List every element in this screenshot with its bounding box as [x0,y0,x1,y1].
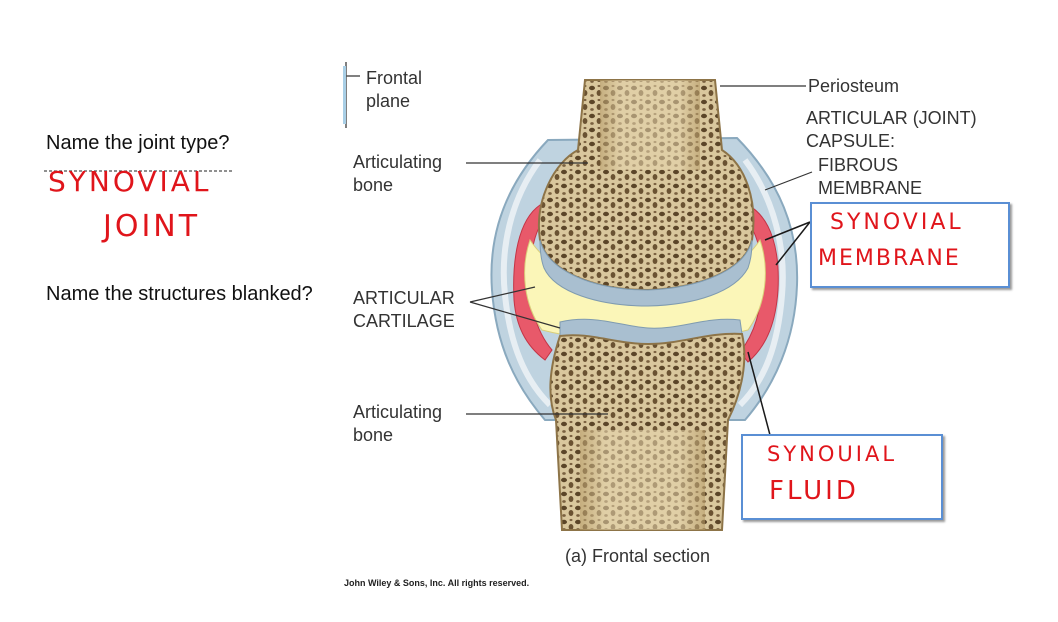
answer-synovial-membrane-line1: SYNOVIAL [830,212,964,234]
answer-box-synovial-membrane: SYNOVIAL MEMBRANE [810,202,1010,288]
caption-frontal-section: (a) Frontal section [565,545,710,568]
label-articular-capsule: ARTICULAR (JOINT)CAPSULE: [806,107,977,153]
answer-joint: JOINT [103,212,200,242]
question-joint-type: Name the joint type? [46,132,229,155]
answer-synovial-fluid-line2: FLUID [769,478,859,504]
frontal-plane-bracket [343,62,360,128]
answer-synovial: SYNOVIAL [48,168,212,196]
copyright-notice: John Wiley & Sons, Inc. All rights reser… [344,578,529,588]
answer-synovial-membrane-line2: MEMBRANE [818,248,961,270]
question-structures: Name the structures blanked? [46,283,313,306]
answer-synovial-fluid-line1: SYNOUIAL [767,444,897,465]
answer-box-synovial-fluid: SYNOUIAL FLUID [741,434,943,520]
label-periosteum: Periosteum [808,75,899,98]
